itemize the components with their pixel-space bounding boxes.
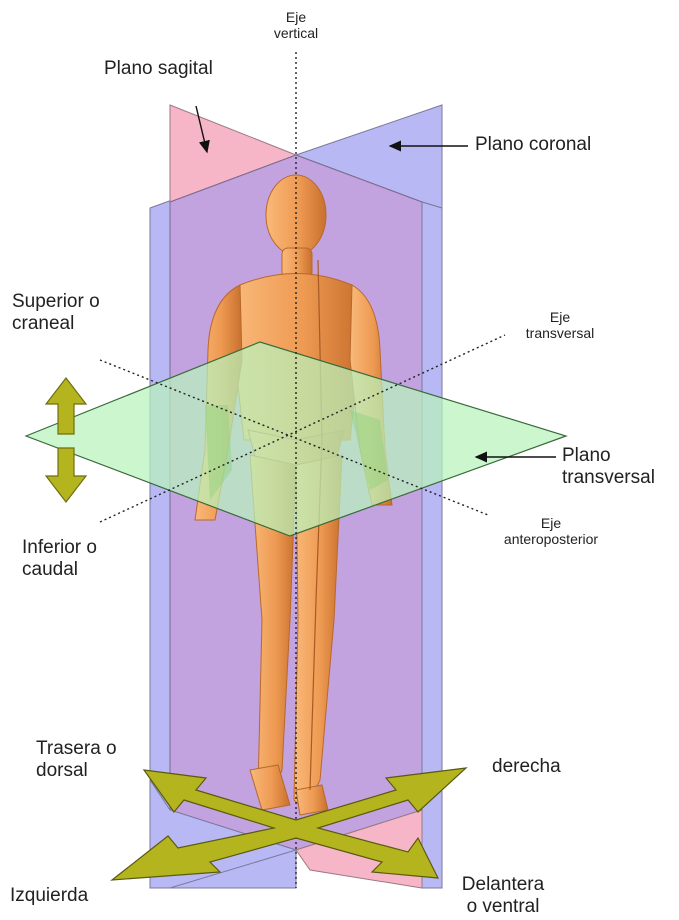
superior-label-line2: craneal (12, 313, 100, 335)
right-label: derecha (492, 756, 561, 778)
superior-label: Superior o craneal (12, 291, 100, 335)
transverse-plane-label-line2: transversal (562, 467, 655, 489)
ap-axis-label-line1: Eje (490, 515, 612, 531)
inferior-label: Inferior o caudal (22, 537, 97, 581)
vertical-axis-label-line2: vertical (266, 25, 326, 41)
sagittal-plane-label: Plano sagital (104, 58, 213, 80)
coronal-plane-label: Plano coronal (475, 134, 591, 156)
transverse-plane-label-line1: Plano (562, 445, 655, 467)
superior-label-line1: Superior o (12, 291, 100, 313)
transverse-axis-label-line1: Eje (510, 309, 610, 325)
vertical-axis-label: Eje vertical (266, 9, 326, 41)
transverse-axis-label: Eje transversal (510, 309, 610, 341)
anterior-label-line2: o ventral (448, 896, 558, 918)
transverse-plane-label: Plano transversal (562, 445, 655, 489)
transverse-axis-label-line2: transversal (510, 325, 610, 341)
inferior-label-line2: caudal (22, 559, 97, 581)
vertical-axis-label-line1: Eje (266, 9, 326, 25)
posterior-label: Trasera o dorsal (36, 738, 117, 782)
inferior-label-line1: Inferior o (22, 537, 97, 559)
ap-axis-label: Eje anteroposterior (490, 515, 612, 547)
ap-axis-label-line2: anteroposterior (490, 531, 612, 547)
posterior-label-line2: dorsal (36, 760, 117, 782)
anterior-label-line1: Delantera (448, 874, 558, 896)
posterior-label-line1: Trasera o (36, 738, 117, 760)
anterior-label: Delantera o ventral (448, 874, 558, 918)
left-label: Izquierda (10, 885, 88, 907)
